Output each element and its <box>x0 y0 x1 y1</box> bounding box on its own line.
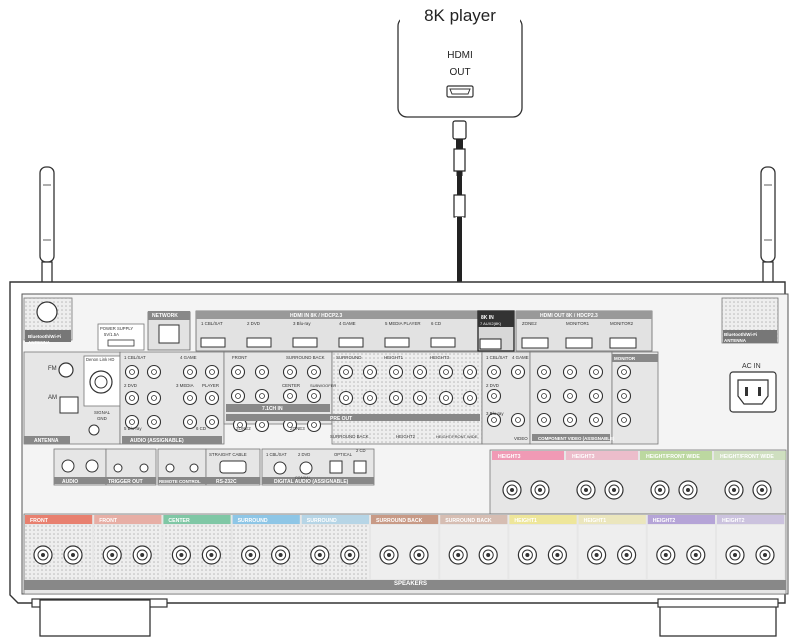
bt-left-label-2: ANTENNA <box>28 340 51 345</box>
speaker-bottom-label: SURROUND <box>238 518 268 524</box>
signal-gnd-label-1: SIGNAL <box>94 410 111 415</box>
hdmi-out-port-icon <box>447 86 473 97</box>
digital-label-coax: COAXIAL <box>295 476 311 480</box>
preout-label-h1: HEIGHT1 <box>384 355 404 360</box>
power-supply-label: POWER SUPPLY <box>100 326 133 331</box>
speaker-top-label: HEIGHT/FRONT WIDE <box>720 454 774 460</box>
player-port-sublabel: OUT <box>400 67 520 78</box>
hdmi-out-port-label: MONITOR2 <box>610 321 634 326</box>
video-in-label-3: 2 DVD <box>486 383 499 388</box>
analog-area <box>24 352 658 444</box>
hdmi-out-port-label: MONITOR1 <box>566 321 590 326</box>
preout-label-h2: HEIGHT2 <box>396 434 416 439</box>
digital-audio-label: DIGITAL AUDIO (ASSIGNABLE) <box>274 479 349 485</box>
hdmi-in-port-label: 2 DVD <box>247 321 260 326</box>
hdmi-in-port-icon <box>293 338 317 347</box>
audio-assignable-label: AUDIO (ASSIGNABLE) <box>130 438 184 444</box>
audio-in-label-4: 3 MEDIA <box>176 383 194 388</box>
speaker-top-label: HEIGHT/FRONT WIDE <box>646 454 700 460</box>
speaker-bottom-label: HEIGHT2 <box>653 518 676 524</box>
antenna-label: ANTENNA <box>34 438 59 444</box>
speaker-bottom-label: SURROUND BACK <box>376 518 423 524</box>
speaker-top-label: HEIGHT3 <box>498 454 521 460</box>
preout-label-center: CENTER <box>282 383 300 388</box>
remote-control-label: REMOTE CONTROL <box>159 479 201 484</box>
network-label: NETWORK <box>152 313 178 319</box>
video-label: VIDEO <box>514 436 528 441</box>
preout-label-zone2: ZONE2 <box>236 426 251 431</box>
audio-in-label-3: 2 DVD <box>124 383 137 388</box>
digital-label-1: 1 CBL/SAT <box>266 452 287 457</box>
digital-label-cd: 2 CD <box>356 448 366 453</box>
preout-label-hfw: HEIGHT/FRONT WIDE <box>436 434 478 439</box>
preout-label-zone3: ZONE3 <box>290 426 305 431</box>
hdmi-in-port-label: 5 MEDIA PLAYER <box>385 321 421 326</box>
video-in-label-4: 3 Blu-ray <box>486 411 504 416</box>
hdmi-out-header: HDMI OUT 8K / HDCP2.3 <box>540 313 598 319</box>
audio-in-label-7: 6 CD <box>196 426 206 431</box>
speakers-label: SPEAKERS <box>394 581 427 587</box>
preout-label-sb2: SURROUND BACK <box>330 434 369 439</box>
hdmi-in-port-label: 3 Blu-ray <box>293 321 311 326</box>
speaker-bottom-label: FRONT <box>30 518 49 524</box>
audio-in-label-6: 5 Blu-ray <box>124 426 142 431</box>
digital-label-2: 2 DVD <box>298 452 310 457</box>
preout-label-front: FRONT <box>232 355 247 360</box>
trigger-out-label: TRIGGER OUT <box>108 479 143 485</box>
hdmi-in-port-icon <box>201 338 225 347</box>
player-title: 8K player <box>400 6 520 26</box>
speaker-bottom-label: SURROUND BACK <box>445 518 492 524</box>
speaker-bottom-label: CENTER <box>168 518 190 524</box>
preout-label-h3: HEIGHT3 <box>430 355 450 360</box>
audio-in-label-2: 4 GAME <box>180 355 197 360</box>
ac-in-label: AC IN <box>742 363 761 370</box>
am-label: AM <box>48 395 57 401</box>
speaker-bottom-label: SURROUND <box>307 518 337 524</box>
video-in-label-1: 1 CBL/SAT <box>486 355 508 360</box>
audio-bottom-label: AUDIO <box>62 479 78 485</box>
video-in-label-2: 4 GAME <box>512 355 529 360</box>
preout-label-sub: SUBWOOFER <box>310 383 336 388</box>
audio-in-label-1: 1 CBL/SAT <box>124 355 146 360</box>
rs232c-label: RS-232C <box>216 479 237 485</box>
component-video-label: COMPONENT VIDEO (ASSIGNABLE) <box>538 436 615 441</box>
bt-left-label-1: Bluetooth/Wi-Fi <box>28 334 61 339</box>
hdmi-in-port-label: 6 CD <box>431 321 441 326</box>
digital-label-optical: OPTICAL <box>334 452 353 457</box>
bt-right-label-2: ANTENNA <box>724 338 747 343</box>
player-port-label: HDMI <box>400 50 520 61</box>
hdmi-out-port-label: ZONE2 <box>522 321 537 326</box>
monitor-label: MONITOR <box>614 356 636 361</box>
speaker-bottom-label: HEIGHT1 <box>584 518 607 524</box>
denon-link-label: Denon Link HD <box>86 357 114 362</box>
speaker-top-label: HEIGHT3 <box>572 454 595 460</box>
hdmi-in-header: HDMI IN 8K / HDCP2.3 <box>290 313 342 319</box>
audio-in-label-5: PLAYER <box>202 383 219 388</box>
speaker-bottom-label: HEIGHT2 <box>722 518 745 524</box>
hdmi-in-port-icon <box>431 338 455 347</box>
hdmi-in-port-label: 1 CBL/SAT <box>201 321 223 326</box>
signal-gnd-label-2: GND <box>97 416 107 421</box>
preout-label-surround: SURROUND <box>336 355 361 360</box>
bt-right-label-1: Bluetooth/Wi-Fi <box>724 332 757 337</box>
hdmi-in-port-label: 4 GAME <box>339 321 356 326</box>
preout-label-sb: SURROUND BACK <box>286 355 325 360</box>
hdmi-in-port-icon <box>339 338 363 347</box>
fm-label: FM <box>48 366 57 372</box>
hdmi-8k-port-label: 7 AUX2(8K) <box>480 321 502 326</box>
speaker-bottom-label: FRONT <box>99 518 118 524</box>
pre-out-label: PRE OUT <box>330 416 352 422</box>
hdmi-out-port-icon <box>566 338 592 348</box>
ac-inlet <box>730 372 776 412</box>
straight-cable-label: STRAIGHT CABLE <box>209 452 247 457</box>
power-supply-rating: 5V/1.5A <box>104 332 119 337</box>
hdmi-in-port-icon <box>385 338 409 347</box>
hdmi-in-port-icon <box>247 338 271 347</box>
hdmi-out-port-icon <box>610 338 636 348</box>
hdmi-out-port-icon <box>522 338 548 348</box>
speaker-bottom-label: HEIGHT1 <box>514 518 537 524</box>
channel-in-label: 7.1CH IN <box>262 406 283 412</box>
